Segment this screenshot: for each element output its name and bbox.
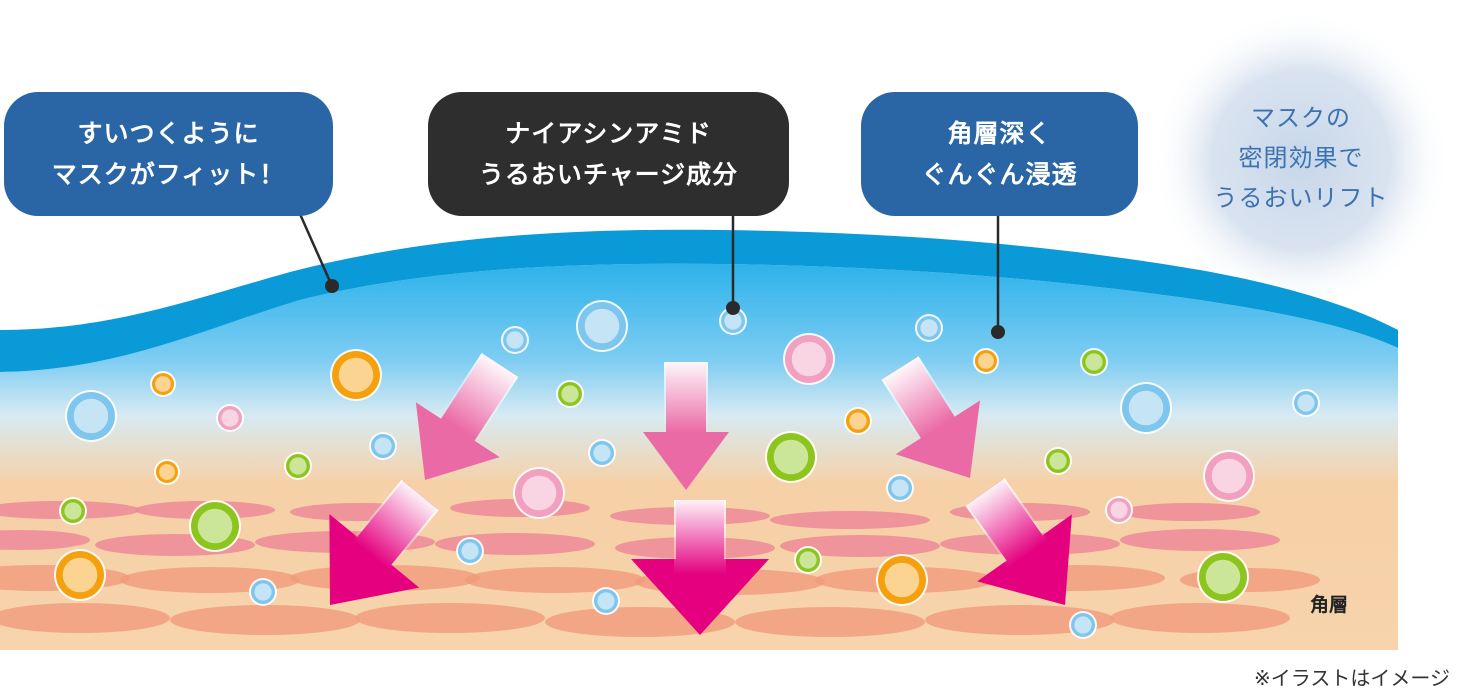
callout-deep-line1: 角層深く: [947, 119, 1052, 148]
essence-bubble-highlight: [1049, 452, 1067, 470]
essence-bubble-highlight: [1205, 559, 1241, 595]
penetration-arrow: [631, 500, 769, 635]
callout-deep-line2: ぐんぐん浸透: [921, 160, 1078, 189]
penetration-arrow-fade: [664, 362, 708, 433]
essence-bubble-highlight: [978, 353, 994, 369]
essence-bubble-highlight: [1211, 458, 1247, 494]
essence-bubble-highlight: [1085, 353, 1103, 371]
skin-cell: [170, 605, 360, 635]
skin-cell: [0, 603, 170, 633]
callout-fit-line1: すいつくように: [77, 119, 260, 148]
essence-bubble-highlight: [724, 312, 742, 330]
skin-cell: [0, 530, 90, 550]
illustration-note: ※イラストはイメージ: [1254, 666, 1450, 690]
skin-cell: [1120, 503, 1260, 521]
essence-bubble-highlight: [597, 592, 615, 610]
skin-cell: [735, 607, 925, 637]
essence-bubble-highlight: [159, 464, 175, 480]
glow-line2: 密閉効果で: [1238, 144, 1364, 172]
essence-bubble-highlight: [506, 331, 524, 349]
essence-bubble-highlight: [920, 319, 938, 337]
penetration-arrow-fade: [351, 479, 439, 571]
penetration-arrow-fade: [881, 356, 958, 441]
skin-cell: [770, 511, 930, 529]
glow-line3: うるおいリフト: [1213, 184, 1389, 212]
essence-bubble-highlight: [849, 412, 867, 430]
essence-bubble-highlight: [461, 542, 479, 560]
skin-cell: [1110, 603, 1290, 633]
essence-bubble-highlight: [1128, 390, 1164, 426]
essence-bubble-highlight: [254, 583, 272, 601]
essence-bubble-highlight: [791, 341, 827, 377]
skin-cell: [780, 535, 940, 557]
callout-niacinamide-line2: うるおいチャージ成分: [478, 160, 739, 189]
essence-bubble-highlight: [62, 557, 98, 593]
essence-bubble-highlight: [1297, 394, 1315, 412]
skin-cell: [465, 567, 645, 593]
essence-bubble-highlight: [73, 398, 109, 434]
penetration-arrow-fade: [965, 478, 1049, 568]
essence-bubble-highlight: [1074, 616, 1092, 634]
essence-bubble-highlight: [1110, 501, 1128, 519]
essence-bubble-highlight: [155, 376, 171, 392]
essence-bubble-highlight: [891, 479, 909, 497]
penetration-arrow: [965, 478, 1072, 605]
essence-bubble-highlight: [289, 457, 307, 475]
callout-connectors: [298, 213, 1005, 339]
penetration-arrow: [415, 353, 519, 480]
essence-bubble-highlight: [521, 475, 557, 511]
skin-cell: [1120, 529, 1280, 551]
glow-circle: [1151, 10, 1451, 310]
essence-bubble-highlight: [64, 502, 82, 520]
callout-niacinamide: ナイアシンアミド うるおいチャージ成分: [428, 92, 789, 216]
essence-bubble-highlight: [374, 437, 392, 455]
penetration-arrow: [329, 479, 439, 605]
essence-bubble-highlight: [338, 357, 374, 393]
mask-layer: [0, 229, 1398, 372]
callout-fit-line2: マスクがフィット！: [51, 160, 286, 189]
essence-bubble-highlight: [221, 409, 239, 427]
penetration-arrow: [881, 356, 980, 478]
penetration-arrow-fade: [440, 353, 519, 441]
essence-bubble-highlight: [197, 508, 233, 544]
skin-cell: [355, 603, 545, 633]
penetration-arrow-fade: [674, 500, 726, 575]
essence-bubble-highlight: [593, 444, 611, 462]
essence-bubble-highlight: [799, 551, 817, 569]
glow-caption: マスクの 密閉効果で うるおいリフト: [1196, 98, 1406, 218]
penetration-arrow: [643, 362, 729, 490]
glow-line1: マスクの: [1251, 104, 1351, 132]
skin-cell: [925, 605, 1115, 635]
essence-bubble-highlight: [773, 439, 809, 475]
callout-niacinamide-line1: ナイアシンアミド: [505, 119, 712, 148]
essence-bubble-highlight: [584, 308, 620, 344]
callout-deep-penetration: 角層深く ぐんぐん浸透: [861, 92, 1138, 216]
essence-bubble-highlight: [884, 562, 920, 598]
callout-mask-fit: すいつくように マスクがフィット！: [4, 92, 333, 216]
essence-bubble-highlight: [561, 385, 579, 403]
stratum-corneum-label: 角層: [1310, 594, 1349, 616]
